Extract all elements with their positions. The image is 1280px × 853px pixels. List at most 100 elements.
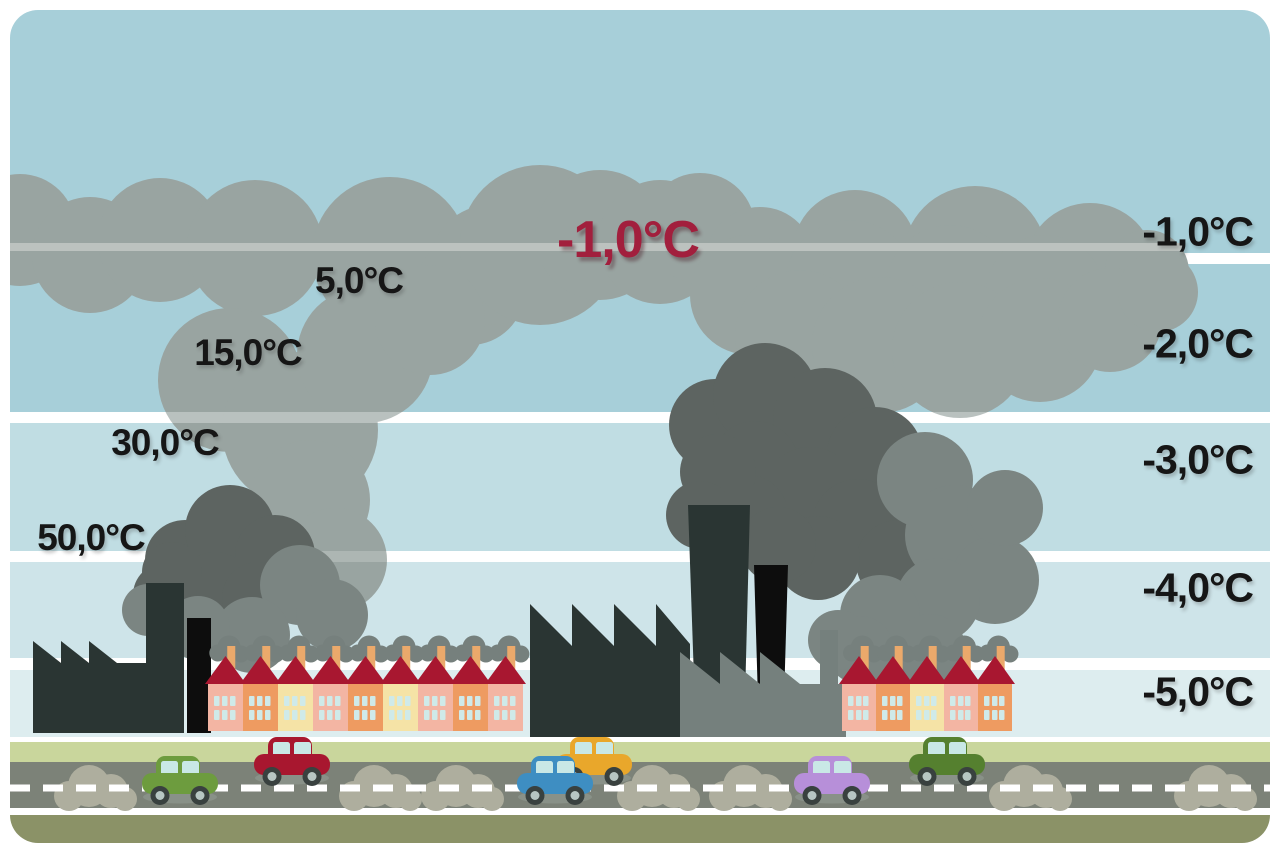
house-chimney-icon <box>472 646 481 678</box>
house <box>205 635 250 731</box>
house-window <box>362 710 368 720</box>
house-window <box>424 710 430 720</box>
house <box>275 635 320 731</box>
house-window <box>475 696 481 706</box>
field-strip <box>10 815 1270 843</box>
house-window <box>230 696 236 706</box>
house-window <box>863 710 869 720</box>
house-window <box>284 696 290 706</box>
house-window <box>249 710 255 720</box>
house-window <box>459 710 465 720</box>
smoke-temp-label-5: 5,0°C <box>315 260 404 301</box>
exhaust-puff-icon <box>768 787 792 811</box>
house-window <box>335 710 341 720</box>
house-window <box>984 696 990 706</box>
house-body <box>348 684 383 731</box>
house-window <box>897 710 903 720</box>
house-window <box>958 696 964 706</box>
house-roof <box>975 656 1015 684</box>
house-window <box>230 710 236 720</box>
house <box>941 635 985 731</box>
house-roof <box>205 656 246 684</box>
house-window <box>502 696 508 706</box>
house-body <box>243 684 278 731</box>
house-roof <box>839 656 879 684</box>
house-window <box>370 696 376 706</box>
house-body <box>313 684 348 731</box>
house-window <box>856 710 862 720</box>
house-roof <box>485 656 526 684</box>
house-chimney-icon <box>332 646 341 678</box>
car-wheel-hub <box>609 772 619 781</box>
house-window <box>362 696 368 706</box>
house-window <box>882 710 888 720</box>
house-window <box>924 710 930 720</box>
house-roof <box>380 656 421 684</box>
house-window <box>335 696 341 706</box>
car-wheel-hub <box>962 772 972 781</box>
house-body <box>944 684 978 731</box>
house-window <box>965 710 971 720</box>
exhaust-puff-icon <box>113 787 137 811</box>
house-window <box>292 710 298 720</box>
house-window <box>214 710 220 720</box>
house-roof <box>941 656 981 684</box>
car-green <box>142 756 218 805</box>
car-wheel-hub <box>267 772 277 781</box>
house-window <box>992 710 998 720</box>
house-smoke-icon <box>512 645 530 663</box>
house-window <box>397 710 403 720</box>
house-roof <box>240 656 281 684</box>
right-factory-smoke-icon <box>666 343 1043 686</box>
house-window <box>405 696 411 706</box>
exhaust-puff-icon <box>1233 787 1257 811</box>
car-blue <box>517 756 593 805</box>
house-chimney-icon <box>367 646 376 678</box>
air-layer-temp-label-3: -3,0°C <box>1142 436 1254 483</box>
house-window <box>494 710 500 720</box>
house-window <box>424 696 430 706</box>
smog-scene: -1,0°C 5,0°C 15,0°C 30,0°C 50,0°C -1,0°C… <box>10 10 1270 843</box>
house-chimney-icon <box>262 646 271 678</box>
house-chimney-icon <box>507 646 516 678</box>
house <box>485 635 530 731</box>
inversion-line <box>10 243 1182 251</box>
house-window <box>863 696 869 706</box>
house-window <box>848 696 854 706</box>
inversion-temp-label: -1,0°C <box>557 211 700 269</box>
house-window <box>897 696 903 706</box>
car-wheel-hub <box>307 772 317 781</box>
houses-left <box>205 635 530 731</box>
house-window <box>890 696 896 706</box>
car-wheel-hub <box>155 791 165 800</box>
house-chimney-icon <box>996 646 1005 678</box>
house-window <box>950 710 956 720</box>
house-chimney-icon <box>894 646 903 678</box>
air-layer-temp-label-1: -1,0°C <box>1142 208 1254 255</box>
house-chimney-icon <box>928 646 937 678</box>
house-window <box>354 710 360 720</box>
car-wheel-hub <box>530 791 540 800</box>
house-window <box>467 696 473 706</box>
house-window <box>510 710 516 720</box>
house-window <box>389 696 395 706</box>
house-window <box>370 710 376 720</box>
house-window <box>319 696 325 706</box>
house-window <box>965 696 971 706</box>
house-window <box>494 696 500 706</box>
house-chimney-icon <box>437 646 446 678</box>
car-purple <box>794 756 870 805</box>
house-window <box>284 710 290 720</box>
house-window <box>924 696 930 706</box>
car-wheel-hub <box>807 791 817 800</box>
house-roof <box>450 656 491 684</box>
house-window <box>265 710 271 720</box>
layer-boundary-overlay <box>10 412 1270 423</box>
house-body <box>418 684 453 731</box>
house-body <box>278 684 313 731</box>
exhaust-puff-icon <box>1048 787 1072 811</box>
factory-right <box>530 505 846 737</box>
house-window <box>405 710 411 720</box>
house-body <box>978 684 1012 731</box>
house-window <box>984 710 990 720</box>
